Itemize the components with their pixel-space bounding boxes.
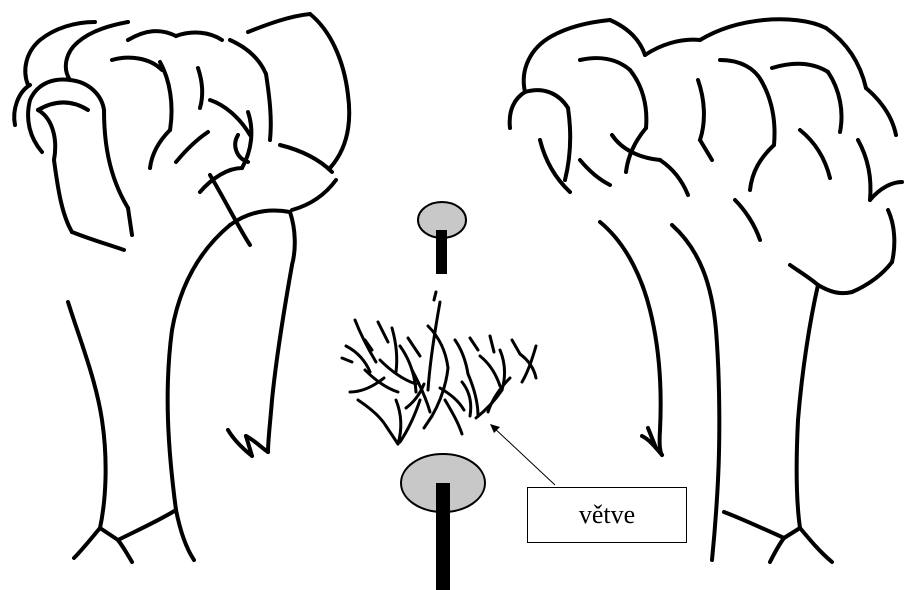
right-tree <box>510 19 902 562</box>
label-pointer-arrow <box>490 424 555 485</box>
left-tree-trunk <box>68 211 295 562</box>
left-tree-crown <box>14 14 349 250</box>
big-mushroom <box>401 454 485 590</box>
big-mushroom-stem <box>436 483 450 590</box>
branches-label-text: větve <box>579 500 635 530</box>
branches-label: větve <box>527 487 687 543</box>
small-mushroom <box>418 202 466 274</box>
left-tree <box>14 14 349 562</box>
right-tree-crown <box>510 19 902 293</box>
small-mushroom-stem <box>436 230 447 274</box>
branches-bush <box>342 292 536 444</box>
